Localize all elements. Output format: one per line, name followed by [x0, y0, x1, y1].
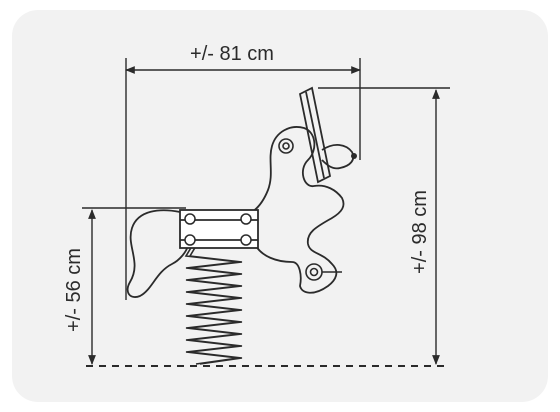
handle-bar: [298, 86, 332, 184]
spring: [184, 245, 243, 365]
foot-peg: [305, 263, 342, 281]
width-label: +/- 81 cm: [190, 43, 274, 65]
seat-height-dimension: [82, 207, 186, 365]
width-dimension: [125, 58, 361, 300]
eye: [278, 138, 294, 154]
plate-bolts: [184, 213, 252, 246]
seat-height-label: +/- 56 cm: [63, 248, 85, 332]
nose-dot: [351, 153, 357, 159]
drawing-frame: [12, 10, 548, 402]
height-total-dimension: [318, 87, 450, 365]
animal-body: [126, 126, 345, 298]
height-total-label: +/- 98 cm: [409, 190, 431, 274]
animal-snout: [321, 144, 355, 170]
